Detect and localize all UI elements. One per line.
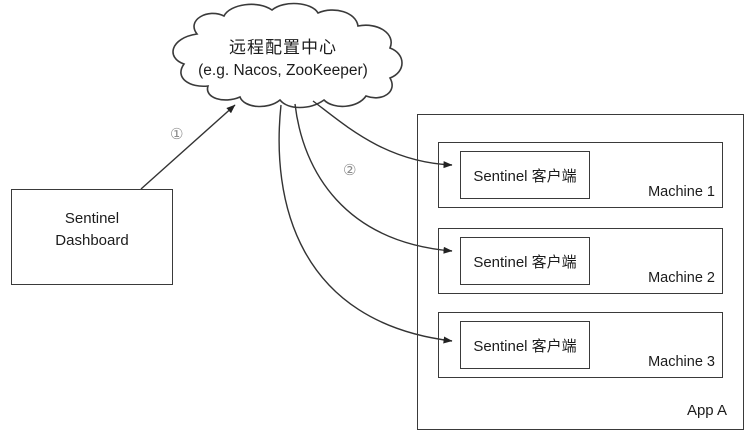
machine-2-sentinel-client-label: Sentinel 客户端	[473, 253, 577, 271]
machine-3-box: Sentinel 客户端 Machine 3	[438, 312, 723, 378]
machine-2-label: Machine 2	[648, 270, 715, 286]
machine-1-label: Machine 1	[648, 184, 715, 200]
arrow-dashboard-to-config-center	[140, 104, 236, 190]
config-center-subtitle: (e.g. Nacos, ZooKeeper)	[198, 62, 368, 79]
machine-3-sentinel-client-box: Sentinel 客户端	[460, 321, 590, 369]
machine-2-sentinel-client-box: Sentinel 客户端	[460, 237, 590, 285]
config-center-title: 远程配置中心	[229, 38, 337, 57]
sentinel-dashboard-box: Sentinel Dashboard	[11, 189, 173, 285]
config-center-text: 远程配置中心 (e.g. Nacos, ZooKeeper)	[158, 36, 408, 82]
sentinel-dashboard-label-line2: Dashboard	[55, 232, 129, 249]
machine-3-label: Machine 3	[648, 354, 715, 370]
machine-3-sentinel-client-label: Sentinel 客户端	[473, 337, 577, 355]
machine-1-sentinel-client-label: Sentinel 客户端	[473, 167, 577, 185]
machine-1-sentinel-client-box: Sentinel 客户端	[460, 151, 590, 199]
machine-2-box: Sentinel 客户端 Machine 2	[438, 228, 723, 294]
app-a-label: App A	[686, 402, 727, 419]
step-1-label: ①	[170, 126, 184, 143]
machine-1-box: Sentinel 客户端 Machine 1	[438, 142, 723, 208]
step-2-label: ②	[343, 162, 357, 179]
sentinel-dashboard-label-line1: Sentinel	[64, 210, 120, 227]
